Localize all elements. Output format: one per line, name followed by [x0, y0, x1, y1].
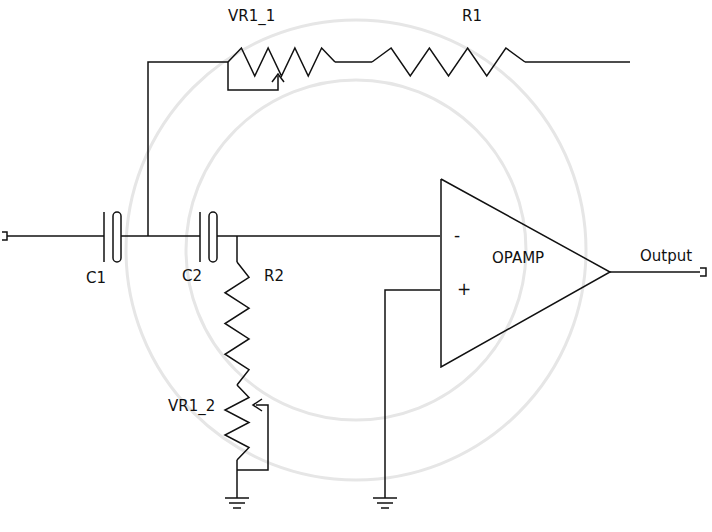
- pin-sign: +: [457, 280, 471, 299]
- wire: [236, 460, 238, 498]
- output-terminal: [700, 268, 706, 276]
- component-name: OPAMP: [492, 250, 544, 267]
- wire: [335, 61, 372, 63]
- opamp-outline: [440, 178, 612, 368]
- potentiometer-symbol: [228, 48, 335, 76]
- signal-name: Output: [640, 248, 692, 265]
- wire: [385, 290, 440, 498]
- wiper-arrow: [272, 74, 284, 82]
- capacitor-symbol: [104, 212, 121, 262]
- opamp-outline: [441, 179, 610, 367]
- resistor-symbol: [225, 262, 249, 385]
- part-name: VR1_1: [228, 8, 275, 25]
- part-name: C2: [182, 268, 202, 285]
- pin-sign: -: [454, 226, 460, 245]
- part-name: VR1_2: [168, 398, 215, 415]
- ground-symbol: [225, 498, 249, 508]
- ground-symbol: [373, 498, 397, 508]
- wiper: [228, 62, 278, 90]
- wire: [610, 271, 700, 273]
- watermark-seal: [126, 20, 586, 480]
- part-name: R1: [462, 8, 482, 25]
- wiper-arrow: [253, 399, 262, 411]
- part-name: R2: [264, 268, 284, 285]
- resistor-symbol: [372, 48, 525, 76]
- wire: [148, 62, 228, 236]
- wire: [121, 235, 200, 237]
- opamp-triangle: - OPAMP +: [440, 178, 612, 368]
- wire: [236, 236, 238, 262]
- capacitor-symbol: [200, 212, 217, 262]
- wire: [217, 235, 440, 237]
- wire: [525, 61, 630, 63]
- wire: [7, 235, 104, 237]
- input-terminal: [2, 232, 7, 240]
- wiper: [237, 405, 268, 470]
- potentiometer-symbol: [225, 385, 249, 460]
- part-name: C1: [86, 270, 106, 287]
